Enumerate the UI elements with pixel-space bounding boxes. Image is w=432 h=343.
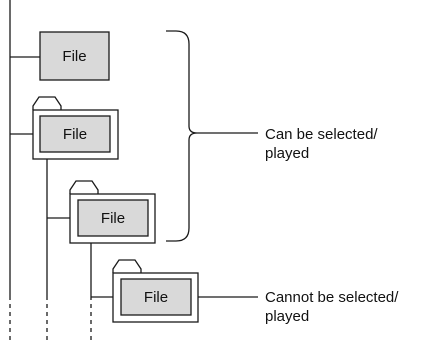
folder-tab — [112, 259, 142, 273]
folder-level-3-file-box — [120, 278, 192, 316]
not-selectable-label-line-2: played — [265, 308, 309, 325]
not-selectable-label-line-1: Cannot be selected/ — [265, 289, 399, 306]
folder-level-3-file-label: File — [144, 289, 168, 306]
folder-level-2-file-label: File — [101, 210, 125, 227]
folder-level-3: File — [112, 259, 199, 323]
selectable-brace — [166, 30, 198, 242]
root-file-box — [39, 31, 110, 81]
selectable-label-line-2: played — [265, 145, 309, 162]
folder-level-1-file-label: File — [63, 126, 87, 143]
folder-level-2-file-box — [77, 199, 149, 237]
folder-tab — [32, 96, 62, 110]
root-file-label: File — [62, 48, 86, 65]
folder-level-2: File — [69, 180, 156, 244]
tree-lines — [9, 0, 113, 343]
folder-level-1: File — [32, 96, 119, 160]
folder-tab — [69, 180, 99, 194]
folder-level-1-file-box — [39, 115, 111, 153]
root-file: File — [39, 31, 110, 81]
selectable-label-line-1: Can be selected/ — [265, 126, 378, 143]
